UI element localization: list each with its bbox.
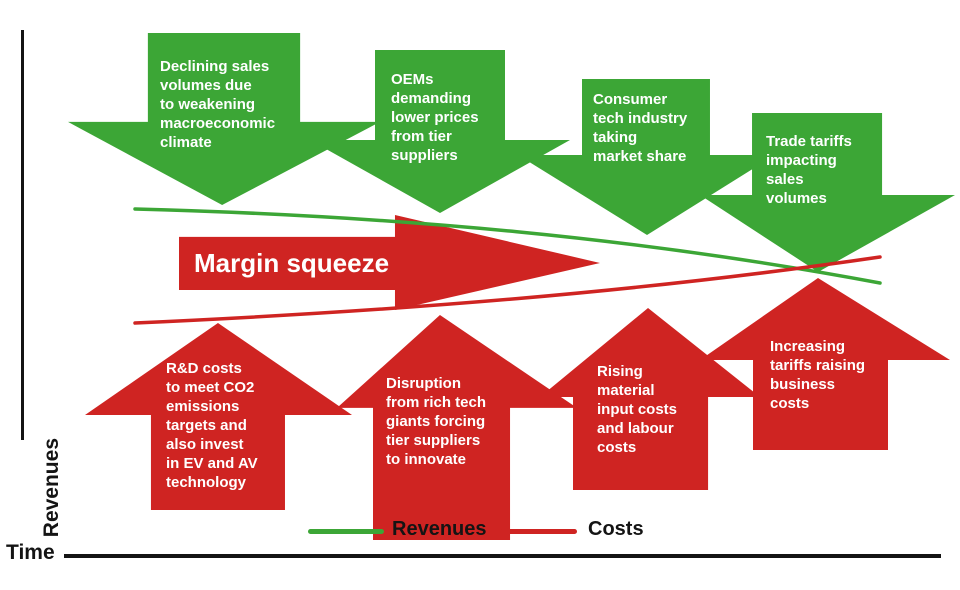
x-axis-label: Time (6, 541, 55, 564)
cost-factor-label-1: R&D costs to meet CO2 emissions targets … (166, 360, 258, 491)
cost-factor-label-2: Disruption from rich tech giants forcing… (386, 375, 487, 468)
cost-factor-label-4: Increasing tariffs raising business cost… (770, 338, 866, 412)
revenue-factor-label-4: Trade tariffs impacting sales volumes (766, 133, 852, 207)
revenue-factor-label-1: Declining sales volumes due to weakening… (160, 58, 276, 151)
costs-legend-label: Costs (588, 518, 644, 540)
cost-factor-label-3: Rising material input costs and labour c… (597, 363, 678, 456)
y-axis-label: Revenues (40, 438, 63, 538)
revenues-legend-label: Revenues (392, 518, 487, 540)
margin-squeeze-label: Margin squeeze (194, 248, 390, 278)
x-axis-line (64, 554, 941, 558)
revenue-factor-label-2: OEMs demanding lower prices from tier su… (391, 71, 479, 164)
revenues-legend-swatch (308, 529, 384, 534)
revenue-factor-label-3: Consumer tech industry taking market sha… (593, 91, 688, 165)
y-axis-line (21, 30, 24, 440)
costs-legend-swatch (500, 529, 577, 534)
